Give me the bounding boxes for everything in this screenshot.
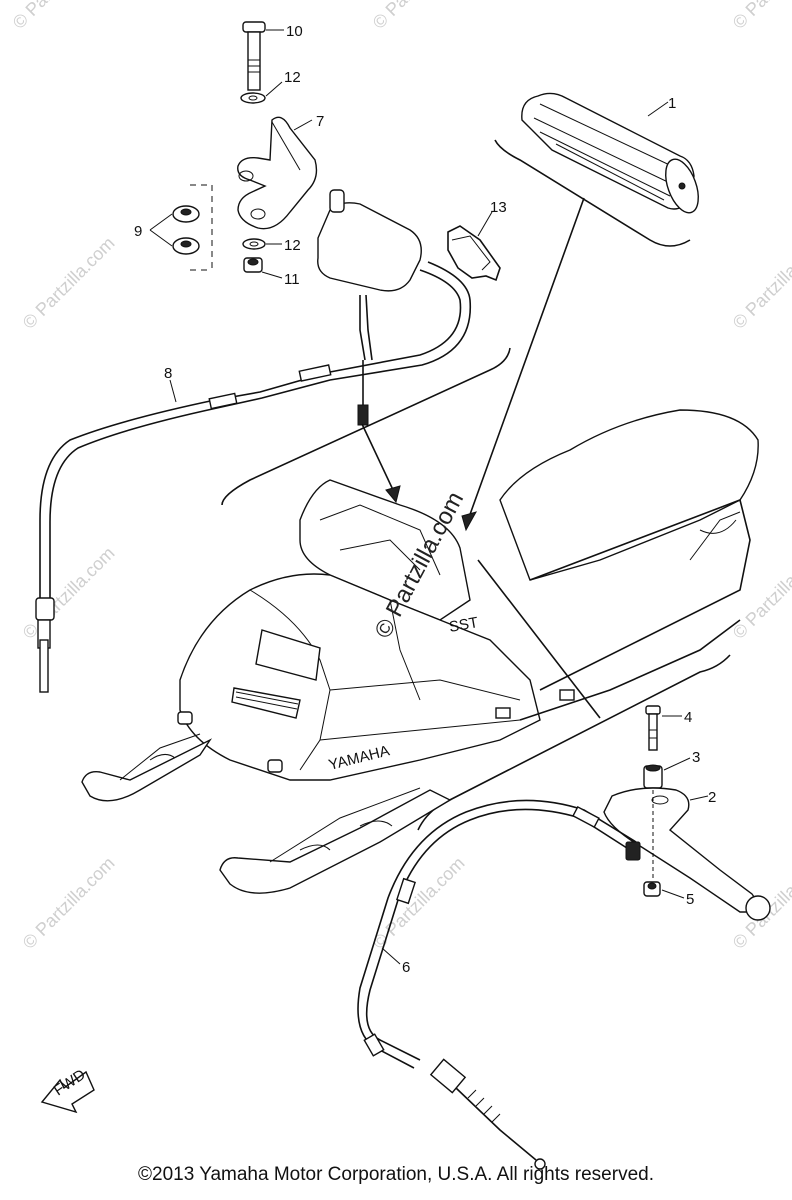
- callout-6: 6: [402, 959, 410, 976]
- copyright-notice: ©2013 Yamaha Motor Corporation, U.S.A. A…: [138, 1164, 654, 1185]
- callout-1: 1: [668, 95, 676, 112]
- callout-12-lower: 12: [284, 237, 301, 254]
- watermark-text: © Partzilla.com: [9, 0, 109, 33]
- decal-model: SST: [448, 614, 480, 636]
- callout-2: 2: [708, 789, 716, 806]
- part-8-throttle-cable[interactable]: [35, 261, 472, 693]
- fwd-arrow-icon: FWD: [40, 1066, 95, 1114]
- part-2-lever[interactable]: [603, 787, 771, 921]
- watermark-text: © Partzilla.com: [19, 853, 119, 953]
- callout-9: 9: [134, 223, 142, 240]
- leader-lines: [361, 197, 601, 719]
- callout-12-upper: 12: [284, 69, 301, 86]
- watermark-text: © Partzilla.com: [729, 543, 792, 643]
- callout-8: 8: [164, 365, 172, 382]
- callout-10: 10: [286, 23, 303, 40]
- part-3-collar[interactable]: [643, 764, 663, 789]
- skis: [81, 733, 452, 894]
- snowmobile-body: YAMAHA SST: [177, 409, 759, 781]
- part-9-grommets[interactable]: [172, 205, 200, 255]
- section-brackets: [221, 347, 731, 831]
- watermark-text: © Partzilla.com: [729, 0, 792, 33]
- part-6-brake-cable[interactable]: [357, 799, 641, 1170]
- watermark-text: © Partzilla.com: [729, 233, 792, 333]
- callout-3: 3: [692, 749, 700, 766]
- part-11-nut[interactable]: [243, 257, 263, 273]
- callout-leaders: [149, 29, 709, 965]
- watermark-text: © Partzilla.com: [19, 543, 119, 643]
- watermark-text: © Partzilla.com: [369, 853, 469, 953]
- callout-7: 7: [316, 113, 324, 130]
- callout-5: 5: [686, 891, 694, 908]
- callout-13: 13: [490, 199, 507, 216]
- part-13-clip[interactable]: [447, 225, 501, 282]
- guide-lines: [190, 184, 213, 271]
- part-10-bolt[interactable]: [242, 21, 266, 91]
- watermark-text: © Partzilla.com: [19, 233, 119, 333]
- watermark-text: © Partzilla.com: [369, 0, 469, 33]
- callout-4: 4: [684, 709, 692, 726]
- part-12-washer-upper[interactable]: [240, 92, 266, 104]
- part-4-bolt[interactable]: [645, 705, 661, 751]
- part-7-bracket[interactable]: [237, 116, 318, 230]
- throttle-housing: [317, 189, 422, 426]
- part-1-grip[interactable]: [494, 92, 705, 247]
- callout-11: 11: [284, 271, 300, 288]
- callouts: 1 2 3 4 5 6 7 8 9 10 11 12 12 13: [134, 23, 716, 976]
- part-12-washer-lower[interactable]: [242, 238, 266, 250]
- part-5-nut[interactable]: [643, 881, 661, 897]
